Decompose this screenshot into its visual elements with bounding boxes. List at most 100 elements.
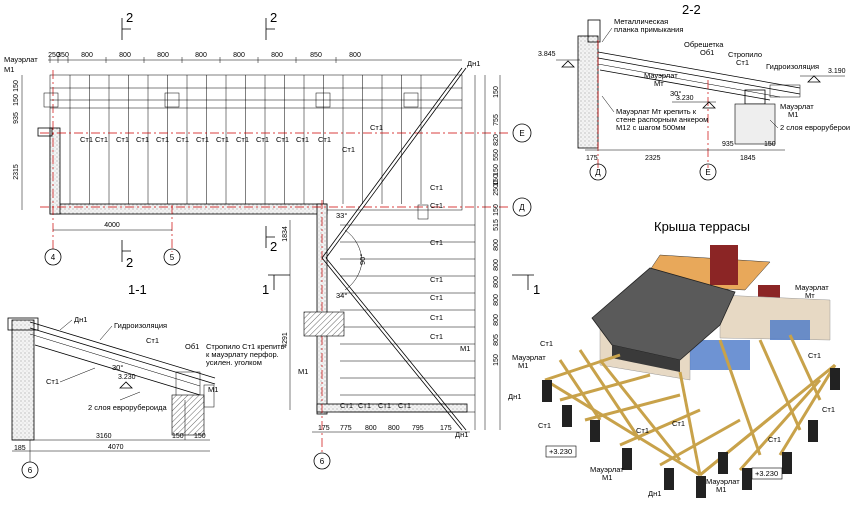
s22-axis-d: Д [595, 168, 601, 177]
st1-label-15: Ст1 [430, 183, 443, 192]
top-dim-5: 800 [195, 52, 207, 59]
s11-dim-150b: 150 [194, 433, 206, 440]
top-dim-6: 800 [233, 52, 245, 59]
st1-label-24: Ст1 [378, 401, 391, 410]
dim-150a: 150 [13, 94, 20, 106]
s11-euro: 2 слоя еврорубероида [88, 403, 167, 412]
st1-label-4: Ст1 [156, 135, 169, 144]
right-dim-6: 2500 [493, 180, 500, 196]
s22-axis-e: Е [705, 168, 710, 177]
s22-dim-935: 935 [722, 141, 734, 148]
right-dim-15: 150 [493, 354, 500, 366]
st1-label-8: Ст1 [236, 135, 249, 144]
terrace-st1-a: Ст1 [540, 339, 553, 348]
svg-text:2: 2 [126, 255, 133, 270]
st1-label-21: Ст1 [430, 332, 443, 341]
svg-text:1: 1 [262, 282, 269, 297]
s11-ob1: Об1 [185, 342, 199, 351]
st1-label-10: Ст1 [276, 135, 289, 144]
s22-elev-top: 3.845 [538, 51, 556, 58]
svg-text:2: 2 [126, 10, 133, 25]
right-dim-3: 550 [493, 149, 500, 161]
svg-text:2: 2 [270, 239, 277, 254]
terrace-title: Крыша террасы [654, 219, 750, 234]
s22-elev-mid: 3.230 [676, 95, 694, 102]
right-dim-5: 150 [493, 174, 500, 186]
terrace-st1-c: Ст1 [636, 426, 649, 435]
st1-label-22: Ст1 [340, 401, 353, 410]
terrace-m1-l-2: М1 [518, 361, 528, 370]
terrace-mt-2: Мт [805, 291, 815, 300]
cut-mark-2-top-left: 2 [121, 10, 133, 40]
dn1-label-top: Дн1 [467, 59, 480, 68]
s22-obr-1: Обрешетка [684, 40, 724, 49]
terrace-m1-br-1: Мауэрлат [706, 477, 740, 486]
s22-anchor-2: стене распорным анкером [616, 115, 708, 124]
terrace-st1-b: Ст1 [538, 421, 551, 430]
right-dim-9: 800 [493, 239, 500, 251]
right-dim-4: 150 [493, 164, 500, 176]
bottom-dim-2: 800 [365, 425, 377, 432]
s22-anchor-1: Мауэрлат Мт крепить к [616, 107, 697, 116]
bottom-dim-5: 175 [440, 425, 452, 432]
section-2-2: 2-2 3.845 3.190 3.230 Металлическая план… [538, 2, 850, 181]
s11-st1-top: Ст1 [146, 336, 159, 345]
s11-note-3: усилен. уголком [206, 358, 262, 367]
right-dim-14: 805 [493, 334, 500, 346]
terrace-roof-3d: Крыша террасы [508, 219, 840, 498]
terrace-elev-left: +3.230 [549, 447, 572, 456]
st1-label-12: Ст1 [318, 135, 331, 144]
s22-elev-right: 3.190 [828, 68, 846, 75]
s11-m1: М1 [208, 385, 218, 394]
right-dim-8: 515 [493, 219, 500, 231]
terrace-st1-d: Ст1 [672, 419, 685, 428]
right-dim-7: 150 [493, 204, 500, 216]
st1-label-18: Ст1 [430, 275, 443, 284]
top-dim-8: 850 [310, 52, 322, 59]
s22-euro: 2 слоя еврорубероида [780, 123, 850, 132]
s11-dim-185: 185 [14, 445, 26, 452]
s11-st1-left: Ст1 [46, 377, 59, 386]
axis-4-marker: 4 [51, 253, 56, 262]
svg-text:1: 1 [533, 282, 540, 297]
s11-note-2: к мауэрлату перфор. [206, 350, 279, 359]
s22-dim-2325: 2325 [645, 155, 661, 162]
terrace-st1-f: Ст1 [822, 405, 835, 414]
terrace-m1-br-2: М1 [716, 485, 726, 494]
st1-label-1: Ст1 [95, 135, 108, 144]
hip-rafter-upper [321, 67, 463, 259]
st1-label-2: Ст1 [116, 135, 129, 144]
terrace-dn1-a: Дн1 [508, 392, 521, 401]
dim-4291: 4291 [282, 332, 289, 348]
s22-anchor-3: М12 с шагом 500мм [616, 123, 686, 132]
angle-33: 33° [336, 211, 347, 220]
s22-angle: 30° [670, 89, 681, 98]
mauerlat-label-1: Мауэрлат [4, 55, 38, 64]
st1-label-17: Ст1 [430, 238, 443, 247]
bottom-dim-0: 175 [318, 425, 330, 432]
s22-dim-150: 150 [764, 141, 776, 148]
top-dim-9: 800 [349, 52, 361, 59]
axis-5-marker: 5 [170, 253, 175, 262]
terrace-st1-e: Ст1 [768, 435, 781, 444]
terrace-m1-l-1: Мауэрлат [512, 353, 546, 362]
s11-dn1: Дн1 [74, 315, 87, 324]
angle-34: 34° [336, 291, 347, 300]
st1-label-0: Ст1 [80, 135, 93, 144]
st1-label-5: Ст1 [176, 135, 189, 144]
right-dim-2: 820 [493, 134, 500, 146]
terrace-m1-bl-1: Мауэрлат [590, 465, 624, 474]
st1-label-23: Ст1 [358, 401, 371, 410]
right-dim-1: 755 [493, 114, 500, 126]
s22-mt-2: Мт [654, 79, 664, 88]
dim-935: 935 [13, 112, 20, 124]
st1-label-3: Ст1 [136, 135, 149, 144]
dim-2315: 2315 [13, 164, 20, 180]
st1-label-9: Ст1 [256, 135, 269, 144]
span-dim: 4000 [104, 222, 120, 229]
dn1-label-bottom: Дн1 [455, 430, 468, 439]
s22-obr-2: Об1 [700, 48, 714, 57]
s11-dim-4070: 4070 [108, 444, 124, 451]
